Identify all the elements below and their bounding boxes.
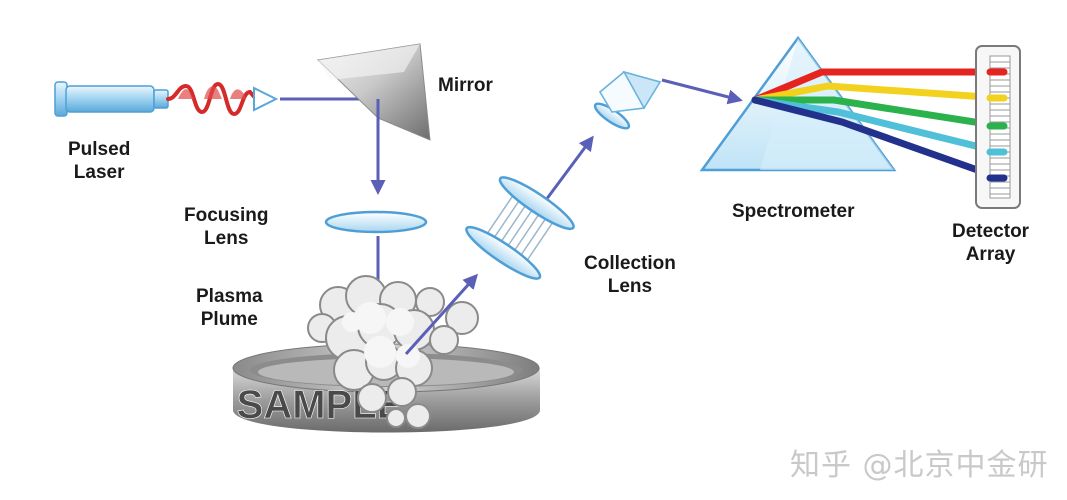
fiber-coupler-icon (593, 70, 662, 130)
beam-to-prism (661, 78, 743, 105)
focusing-lens-label: Focusing Lens (184, 205, 269, 249)
spectrum-ray-blue (751, 96, 1004, 182)
watermark-text: 知乎 @北京中金研 (790, 448, 1049, 483)
emission-arrow-2 (538, 135, 594, 209)
laser-emitter-icon (54, 81, 169, 117)
collection-lens-icon (465, 176, 575, 280)
beam-expander-icon (253, 86, 279, 112)
detector-array-label: Detector Array (952, 221, 1030, 265)
spectrometer-label: Spectrometer (732, 201, 855, 222)
emission-arrow-1 (404, 273, 479, 356)
laser-pulse-fill (178, 86, 246, 99)
mirror-label: Mirror (438, 75, 493, 96)
spectrum-ray-red (751, 68, 1004, 104)
spectrum-ray-yellow (751, 82, 1004, 104)
collection-lens-label: Collection Lens (584, 253, 676, 297)
focusing-lens-icon (324, 210, 428, 234)
spectrum-ray-green (751, 96, 1004, 130)
plasma-cloud-highlight (342, 302, 420, 368)
spectrum-rays (751, 68, 1004, 182)
pulsed-laser-label: Pulsed Laser (68, 139, 131, 183)
plasma-plume-label: Plasma Plume (196, 286, 263, 330)
spectrum-ray-ends (986, 68, 1008, 182)
